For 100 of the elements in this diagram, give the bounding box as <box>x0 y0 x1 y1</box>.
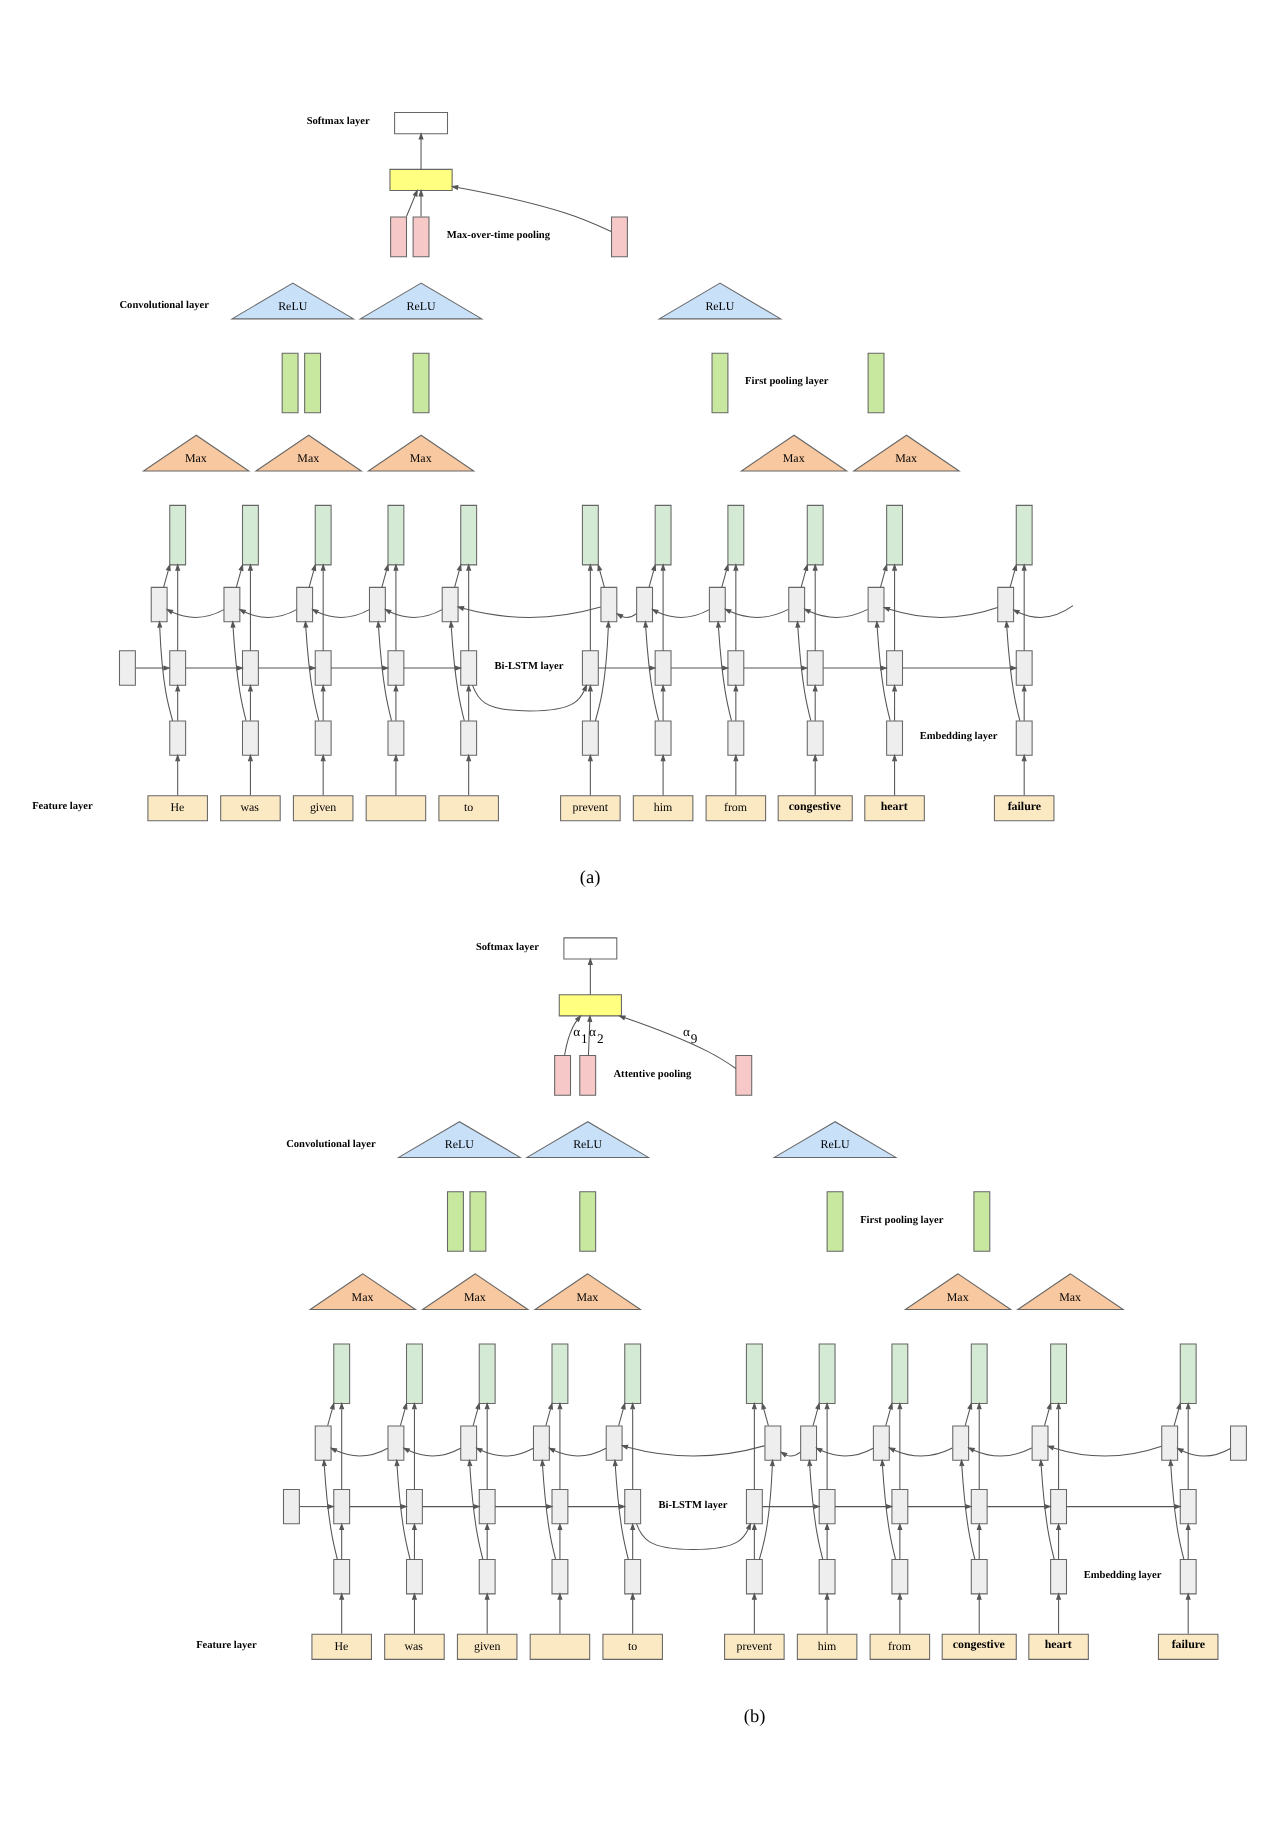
arrow <box>758 1458 775 1560</box>
node-box <box>581 650 599 686</box>
arrow <box>484 1592 490 1635</box>
arrow <box>411 1522 418 1560</box>
node-box <box>581 720 599 756</box>
arrow <box>874 620 891 722</box>
node-box <box>764 1425 782 1461</box>
node-box <box>368 586 386 623</box>
node-box <box>1050 1559 1068 1595</box>
node-box <box>886 504 904 566</box>
arrow <box>660 684 666 722</box>
arrow <box>257 665 317 671</box>
arrow <box>467 1458 484 1560</box>
node-box <box>1031 1425 1049 1461</box>
arrow <box>733 563 739 652</box>
arrow <box>1021 753 1027 796</box>
node-box <box>611 216 628 258</box>
arrow <box>475 1447 534 1457</box>
node-box <box>169 504 187 566</box>
arrow <box>557 1401 563 1490</box>
arrow <box>1168 1458 1185 1560</box>
arrow <box>1021 563 1027 652</box>
arrow <box>587 957 593 996</box>
arrow <box>247 563 254 652</box>
node-box <box>806 504 824 566</box>
node-box <box>818 1343 836 1404</box>
arrow <box>751 1592 757 1635</box>
arrow <box>405 189 418 218</box>
arrow <box>418 188 424 218</box>
node-box <box>1230 1425 1247 1461</box>
label: (b) <box>743 1707 766 1728</box>
node-box <box>970 1488 988 1525</box>
arrow <box>540 1458 557 1560</box>
arrow <box>618 1015 737 1069</box>
arrow <box>834 1504 894 1510</box>
arrow <box>320 753 326 796</box>
arrow <box>1185 1401 1191 1490</box>
arrow <box>967 1447 1033 1457</box>
arrow <box>612 1458 629 1560</box>
node-box <box>394 112 449 135</box>
arrow <box>1173 1402 1182 1427</box>
arrow <box>472 1402 481 1427</box>
node-box <box>529 1633 591 1660</box>
arrow <box>891 753 898 796</box>
arrow <box>1044 1402 1052 1427</box>
arrow <box>902 665 1018 671</box>
node-box <box>281 352 299 414</box>
node-box <box>478 1488 496 1525</box>
node-box <box>1161 1425 1179 1461</box>
arrow <box>247 753 254 796</box>
arrow <box>986 1504 1052 1510</box>
arrow <box>1046 1445 1163 1457</box>
arrow <box>761 1402 769 1427</box>
arrow <box>587 563 593 652</box>
arrow <box>567 1504 627 1510</box>
node-box <box>581 504 599 566</box>
arrow <box>751 1401 757 1490</box>
arrow <box>891 684 898 722</box>
arrow <box>880 563 888 588</box>
arrow <box>587 753 593 796</box>
arrow <box>803 608 869 618</box>
arrow <box>329 1447 389 1457</box>
node-box <box>800 1425 818 1461</box>
node-box <box>118 650 136 686</box>
arrow <box>1012 605 1074 618</box>
arrow <box>1176 1447 1231 1457</box>
arrow <box>976 1401 982 1490</box>
node-box <box>223 586 241 623</box>
node-box <box>551 1488 569 1525</box>
arrow <box>812 563 818 652</box>
node-box <box>390 216 408 258</box>
node-box <box>387 650 405 686</box>
node-box <box>952 1425 970 1461</box>
node-box <box>412 216 430 258</box>
arrow <box>824 1401 830 1490</box>
label: (a) <box>579 869 601 890</box>
arrow <box>411 1401 418 1490</box>
node-box <box>314 504 332 566</box>
arrow <box>1185 1592 1191 1635</box>
node-box <box>333 1343 351 1404</box>
node-box <box>891 1343 909 1404</box>
node-box <box>745 1343 763 1404</box>
arrow <box>466 563 472 652</box>
arrow <box>185 665 244 671</box>
arrow <box>454 563 462 588</box>
arrow <box>882 606 999 618</box>
node-box <box>150 586 168 623</box>
node-box <box>605 1425 623 1461</box>
arrow <box>484 1401 490 1490</box>
node-box <box>579 1055 597 1096</box>
arrow <box>815 1447 874 1457</box>
arrow <box>383 608 443 618</box>
node-box <box>886 650 904 686</box>
arrow <box>399 1402 408 1427</box>
arrow <box>587 1014 593 1056</box>
node-box <box>997 586 1015 623</box>
arrow <box>339 1522 345 1560</box>
arrow <box>630 1592 636 1635</box>
node-box <box>460 720 478 756</box>
node-box <box>389 168 453 192</box>
